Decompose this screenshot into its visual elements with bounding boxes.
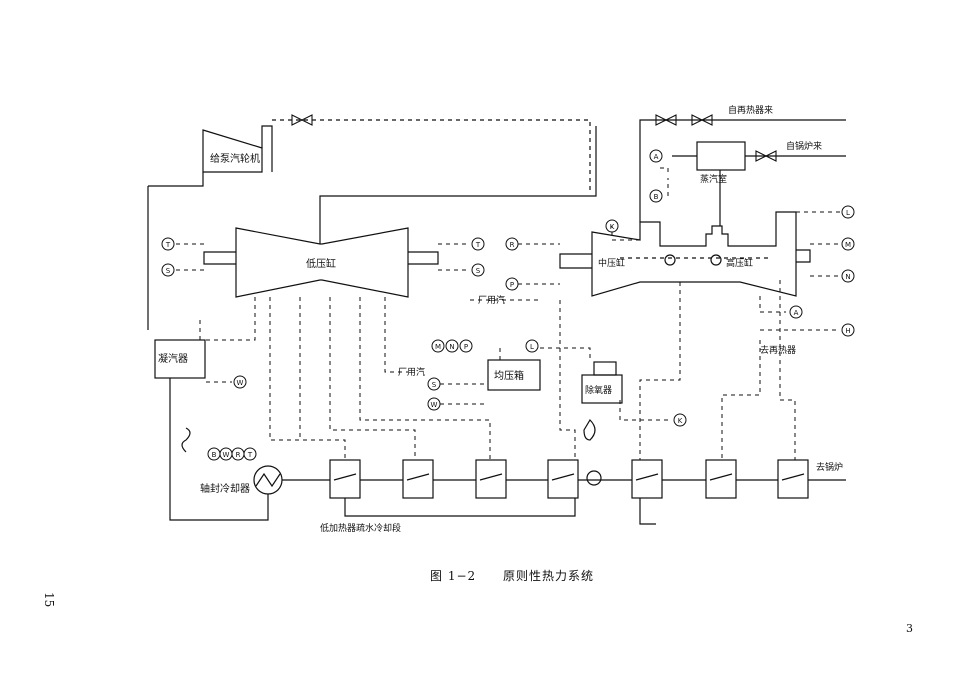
marker: S bbox=[432, 381, 437, 389]
marker: T bbox=[475, 241, 481, 249]
condenser-box bbox=[154, 339, 206, 379]
page-number: 3 bbox=[906, 622, 913, 635]
marker-letters: T S T S R P A B K L M N H A K W M N P L … bbox=[165, 153, 851, 459]
steam-chest-box bbox=[696, 141, 746, 171]
gland-condenser-label: 均压箱 bbox=[494, 369, 524, 382]
drain-cooler-label: 低加热器疏水冷却段 bbox=[320, 522, 401, 534]
marker: B bbox=[654, 193, 659, 201]
lp-cylinder-shape bbox=[235, 227, 409, 298]
marker: L bbox=[530, 343, 534, 351]
lp-cylinder-label: 低压缸 bbox=[306, 257, 336, 270]
gland-box bbox=[487, 359, 541, 391]
side-page-number: 15 bbox=[42, 592, 56, 608]
figure-caption: 图 1−2 原则性热力系统 bbox=[430, 567, 616, 584]
plant-steam-label-1: 厂用汽 bbox=[478, 294, 505, 306]
marker: R bbox=[236, 451, 241, 459]
to-boiler-label: 去锅炉 bbox=[816, 461, 843, 473]
condenser-label: 凝汽器 bbox=[158, 352, 188, 365]
marker: M bbox=[845, 241, 851, 249]
marker: H bbox=[845, 327, 850, 335]
marker: T bbox=[165, 241, 171, 249]
marker: W bbox=[223, 451, 230, 459]
hp-ip-cylinder-shape bbox=[591, 211, 797, 297]
marker: W bbox=[237, 379, 244, 387]
ip-cylinder-label: 中压缸 bbox=[598, 257, 625, 269]
marker: K bbox=[610, 223, 615, 231]
marker: K bbox=[678, 417, 683, 425]
from-reheater-label: 自再热器来 bbox=[728, 104, 773, 116]
marker: M bbox=[435, 343, 441, 351]
deaerator-label: 除氧器 bbox=[585, 384, 612, 396]
hp-cylinder-label: 高压缸 bbox=[726, 257, 753, 269]
marker: R bbox=[510, 241, 515, 249]
marker: L bbox=[846, 209, 850, 217]
to-reheater-label: 去再热器 bbox=[760, 344, 796, 356]
plant-steam-label-2: 厂用汽 bbox=[398, 366, 425, 378]
marker: S bbox=[476, 267, 481, 275]
marker: T bbox=[247, 451, 253, 459]
marker: A bbox=[794, 309, 799, 317]
steam-chest-label: 蒸汽室 bbox=[700, 173, 727, 185]
from-boiler-label: 自锅炉来 bbox=[786, 140, 822, 152]
valve-group bbox=[291, 114, 777, 162]
marker: N bbox=[449, 343, 454, 351]
feed-pump-turbine-label: 给泵汽轮机 bbox=[210, 152, 260, 165]
heater-group bbox=[329, 459, 809, 499]
marker: A bbox=[654, 153, 659, 161]
figure-title: 原则性热力系统 bbox=[502, 569, 594, 583]
marker: P bbox=[510, 281, 514, 289]
marker: P bbox=[464, 343, 468, 351]
marker: S bbox=[166, 267, 171, 275]
marker: B bbox=[212, 451, 217, 459]
seal-cooler-label: 轴封冷却器 bbox=[200, 482, 250, 495]
feed-pump-turbine-shape bbox=[202, 129, 263, 173]
figure-number: 图 1−2 bbox=[430, 569, 477, 583]
marker: N bbox=[845, 273, 850, 281]
marker: W bbox=[431, 401, 438, 409]
